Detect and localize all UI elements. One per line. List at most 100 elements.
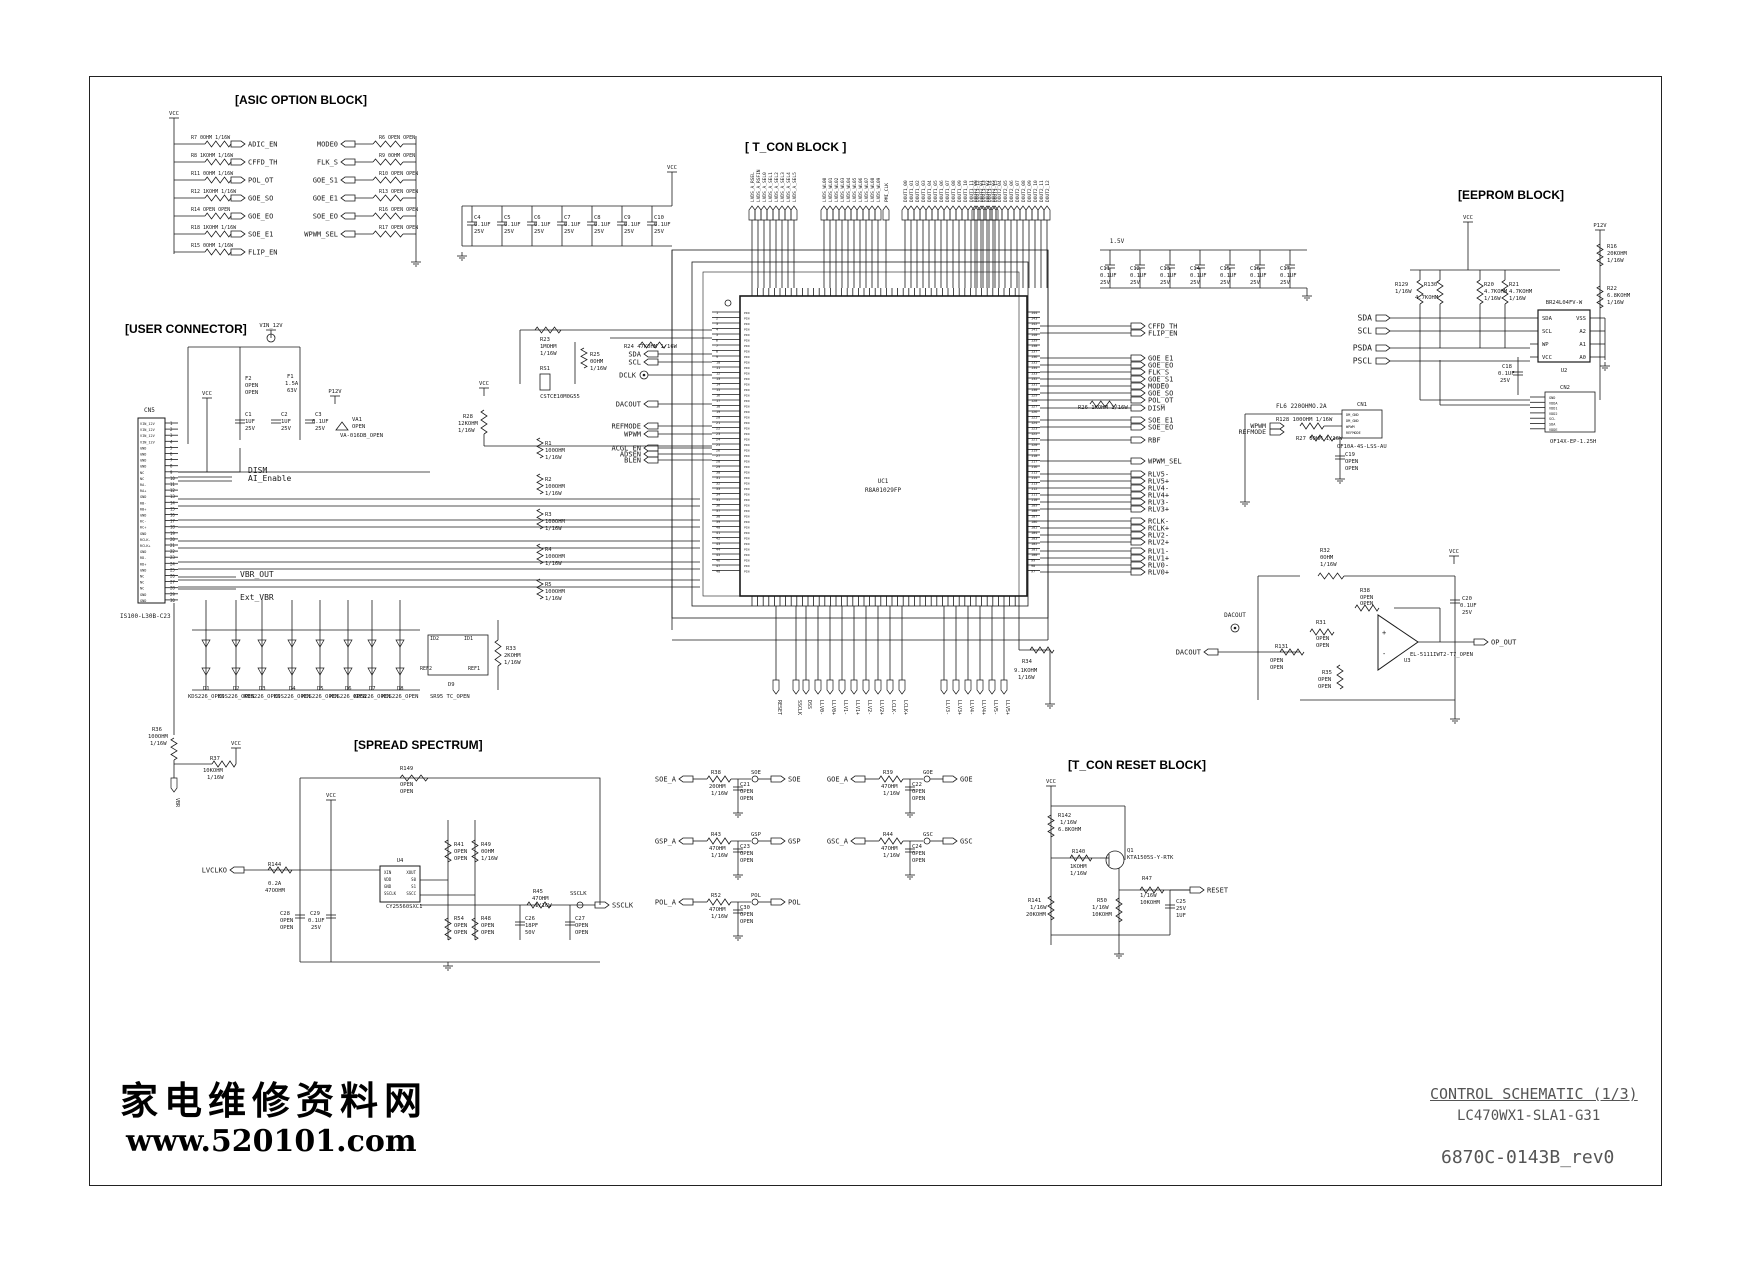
varistor-ref: VA1 — [352, 417, 362, 423]
tcon-top-net-flag-icon — [913, 205, 921, 221]
supply-label: VCC — [1449, 549, 1459, 555]
resistor-ref: 9.1KOHM — [1014, 668, 1038, 674]
filter-test-point-icon — [923, 775, 931, 783]
connector-pin-number: 22 — [170, 549, 175, 554]
pin-number: 4 — [716, 327, 718, 331]
capacitor-ref: 25V — [1190, 280, 1201, 286]
pin-number: 20 — [716, 415, 720, 419]
resistor-ref: OPEN — [1270, 658, 1283, 664]
net-label: ACGL_EN — [611, 445, 641, 453]
diode-icon — [367, 639, 377, 648]
net-label: DOUT2_08 — [1021, 180, 1027, 202]
tcon-top-net-flag-icon — [995, 205, 1003, 221]
reset-flag-icon — [1189, 886, 1205, 894]
capacitor-ref: 0.1UF — [564, 222, 581, 228]
pin-number: 100 — [1031, 553, 1037, 557]
pin-number: 10 — [716, 360, 720, 364]
tcon-power-ring — [671, 249, 1049, 619]
resistor-ref: 0OHM — [1320, 555, 1334, 561]
pin-number: 18 — [716, 404, 720, 408]
tcon-left-flag-icon — [643, 350, 659, 358]
asic-option-flag-icon — [340, 212, 356, 220]
pin-number: 139 — [1031, 338, 1037, 342]
tcon-top-net-flag-icon — [931, 205, 939, 221]
connector-pin-name: DM_GND — [1346, 419, 1359, 423]
ic-pin-name: VCC — [1542, 355, 1552, 361]
pin-number: 31 — [716, 476, 720, 480]
asic-option-flag-icon — [230, 194, 246, 202]
capacitor-ref: 25V — [1462, 610, 1473, 616]
capacitor-ref: C14 — [1190, 266, 1201, 272]
pin-number: 110 — [1031, 498, 1037, 502]
resistor-ref: 2KOHM — [504, 653, 521, 659]
resistor-ref: 1/16W — [1320, 562, 1337, 568]
connector-pin-number: 30 — [170, 598, 175, 603]
pin-name: PIN — [744, 564, 750, 568]
watermark-chinese: 家电维修资料网 — [120, 1078, 429, 1123]
net-label: DOUT1_05 — [933, 180, 939, 202]
pin-number: 23 — [716, 432, 720, 436]
diode-ref: D2 — [233, 686, 240, 692]
net-label: DOUT1_14 — [987, 180, 993, 202]
capacitor-ref: C19 — [1345, 452, 1355, 458]
diode-icon — [315, 639, 325, 648]
test-point-icon — [1233, 626, 1237, 630]
capacitor-ref: 25V — [281, 426, 292, 432]
d9-pin-label: ID2 — [430, 636, 439, 642]
tcon-top-net-flag-icon — [1025, 205, 1033, 221]
capacitor-ref: 25V — [315, 426, 326, 432]
tcon-bottom-flag-icon — [802, 679, 810, 695]
capacitor-ref: C5 — [504, 215, 511, 221]
r37-resistor — [211, 760, 237, 768]
pin-name: PIN — [744, 470, 750, 474]
resistor-ref: OPEN — [400, 782, 413, 788]
net-label: DOUT2_02 — [985, 180, 991, 202]
capacitor-ref: C27 — [575, 916, 585, 922]
connector-pin-number: 11 — [170, 482, 175, 487]
net-label: OP_OUT — [1491, 639, 1517, 647]
pin-number: 114 — [1031, 476, 1037, 480]
resistor-ref: R33 — [506, 646, 516, 652]
pin-name: PIN — [744, 432, 750, 436]
supply-label: VCC — [169, 111, 179, 117]
tcon-right-flag-icon — [1130, 361, 1146, 369]
resistor-ref: 4.7KOHM — [1415, 295, 1439, 301]
filter-out-flag-icon — [770, 775, 786, 783]
net-label: FLK_S — [317, 159, 338, 167]
pin-number: 19 — [716, 410, 720, 414]
capacitor-ref: OPEN — [912, 858, 925, 864]
capacitor-ref: C23 — [740, 844, 750, 850]
net-label: RLV4- — [1148, 485, 1169, 493]
resistor-ref: R144 — [268, 862, 282, 868]
net-label: LVDS_WL04 — [846, 177, 852, 202]
tcon-bottom-flag-icon — [988, 679, 996, 695]
filter-out-flag-icon — [770, 898, 786, 906]
filter-in-flag-icon — [678, 898, 694, 906]
resistor-ref: 47OHM — [709, 846, 726, 852]
tcon-right-flag-icon — [1130, 538, 1146, 546]
tcon-top-net-flag-icon — [983, 205, 991, 221]
pin-number: 3 — [716, 322, 718, 326]
net-label: DOUT2_03 — [991, 180, 997, 202]
net-label: FLIP_EN — [1148, 330, 1178, 338]
net-label: DOUT1_15 — [993, 180, 999, 202]
resistor-ref: OPEN — [481, 923, 494, 929]
connector-pin-name: RC- — [140, 520, 146, 524]
ic-pin-name: SCL — [1542, 329, 1553, 335]
pin-number: 43 — [716, 542, 720, 546]
diode-icon — [343, 639, 353, 648]
ic-pin-name: S0 — [411, 877, 416, 882]
connector-pin-name: REFMODE — [1346, 431, 1361, 435]
tcon-right-flag-icon — [1130, 436, 1146, 444]
pin-number: 17 — [716, 399, 720, 403]
pin-number: 42 — [716, 536, 720, 540]
capacitor-ref: OPEN — [740, 919, 753, 925]
capacitor-ref: C20 — [1462, 596, 1472, 602]
net-label: LLV4+ — [980, 700, 986, 715]
connector-pin-number: 1 — [170, 421, 173, 426]
pin-name: PIN — [744, 366, 750, 370]
connector-pin-number: 25 — [170, 567, 175, 572]
supply-label: VCC — [326, 793, 336, 799]
resistor-ref: OPEN — [454, 923, 467, 929]
net-label: LVDS_WL06 — [858, 177, 864, 202]
